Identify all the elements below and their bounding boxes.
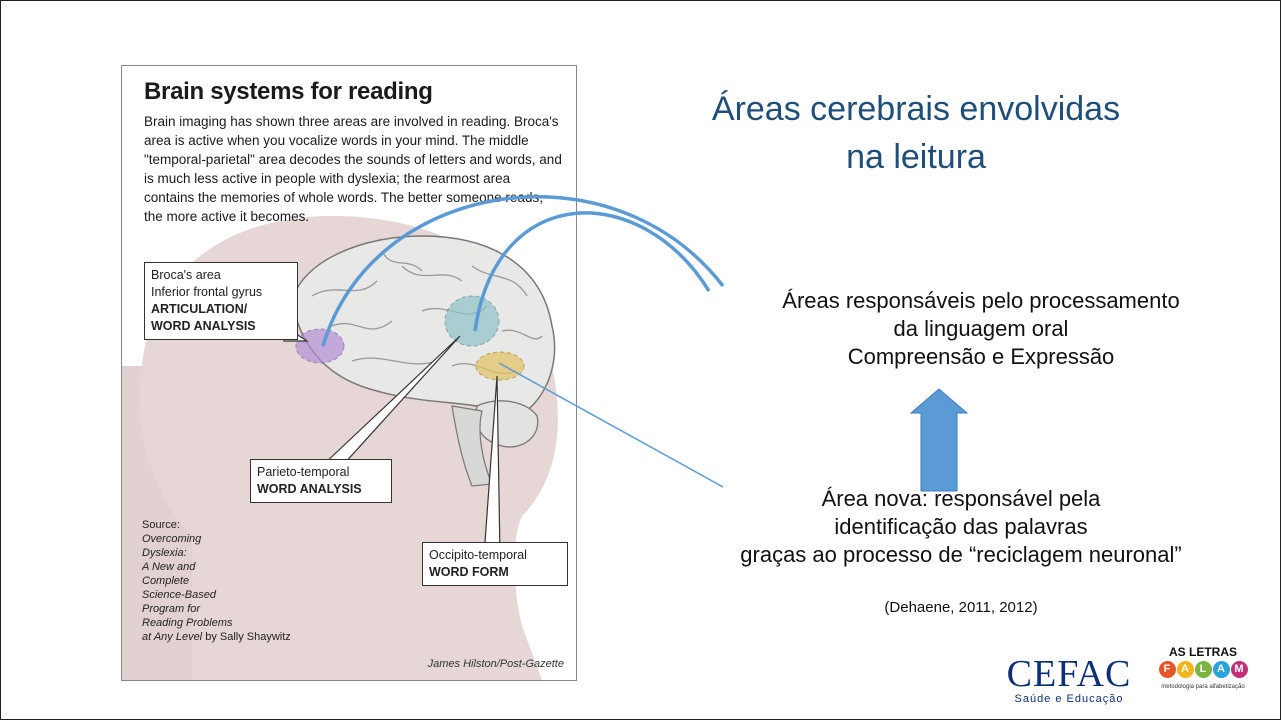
callout-broca-line3: ARTICULATION/ bbox=[151, 302, 248, 316]
cefac-logo-sub: Saúde e Educação bbox=[1014, 693, 1124, 705]
source-line-1: Source: bbox=[142, 519, 180, 531]
cefac-logo-main: CEFAC bbox=[1006, 653, 1132, 695]
source-line-9: at Any Level by Sally Shaywitz bbox=[142, 630, 291, 644]
callout-broca-line4: WORD ANALYSIS bbox=[151, 319, 256, 333]
source-line-6: Science-Based bbox=[142, 589, 216, 601]
callout-parieto-line2: WORD ANALYSIS bbox=[257, 482, 362, 496]
occipito-region bbox=[475, 351, 525, 381]
cefac-logo: CEFAC Saúde e Educação bbox=[1001, 655, 1137, 705]
source-line-9a: at Any Level bbox=[142, 631, 203, 643]
falam-balloons: F A L A M bbox=[1153, 661, 1253, 678]
as-letras-title: AS LETRAS bbox=[1168, 645, 1237, 659]
figure-credit: James Hilston/Post-Gazette bbox=[427, 658, 564, 670]
source-line-8: Reading Problems bbox=[142, 617, 233, 629]
as-letras-falam-logo: AS LETRAS F A L A M metodologia para alf… bbox=[1153, 645, 1253, 690]
source-line-9b: by Sally Shaywitz bbox=[202, 631, 291, 643]
slide-title-line1: Áreas cerebrais envolvidas bbox=[711, 90, 1121, 128]
as-letras-sub: metodologia para alfabetização bbox=[1161, 684, 1245, 690]
source-line-7: Program for bbox=[142, 603, 201, 615]
slide-title: Áreas cerebrais envolvidas na leitura bbox=[701, 85, 1131, 181]
figure-source: Source: Overcoming Dyslexia: A New and C… bbox=[142, 518, 291, 644]
figure-title: Brain systems for reading bbox=[144, 78, 433, 105]
nova-line1: Área nova: responsável pela bbox=[821, 486, 1101, 511]
brain-stem bbox=[451, 405, 493, 487]
reference-text: (Dehaene, 2011, 2012) bbox=[884, 599, 1038, 616]
up-arrow bbox=[909, 388, 969, 492]
nova-line3: graças ao processo de “reciclagem neuron… bbox=[740, 542, 1182, 567]
oral-line1: Áreas responsáveis pelo processamento bbox=[782, 288, 1180, 313]
source-line-5: Complete bbox=[142, 575, 190, 587]
callout-broca-line2: Inferior frontal gyrus bbox=[151, 285, 263, 299]
callout-parieto: Parieto-temporal WORD ANALYSIS bbox=[250, 459, 392, 503]
nova-line2: identificação das palavras bbox=[834, 514, 1088, 539]
callout-broca: Broca's area Inferior frontal gyrus ARTI… bbox=[144, 262, 298, 340]
figure-body-text: Brain imaging has shown three areas are … bbox=[144, 114, 562, 224]
slide-title-line2: na leitura bbox=[846, 138, 986, 176]
callout-occipito-line2: WORD FORM bbox=[429, 565, 509, 579]
source-line-2: Overcoming bbox=[142, 533, 202, 545]
new-area-text: Área nova: responsável pela identificaçã… bbox=[641, 485, 1280, 569]
face-shadow bbox=[122, 366, 192, 680]
brain-figure: Brain systems for reading Brain imaging … bbox=[121, 65, 577, 681]
callout-occipito: Occipito-temporal WORD FORM bbox=[422, 542, 568, 586]
balloon-letter: L bbox=[1194, 661, 1212, 678]
oral-language-text: Áreas responsáveis pelo processamento da… bbox=[701, 287, 1261, 371]
oral-line2: da linguagem oral bbox=[893, 316, 1069, 341]
parieto-region bbox=[444, 295, 500, 347]
broca-region bbox=[295, 328, 345, 364]
balloon-letter: F bbox=[1158, 661, 1176, 678]
source-line-3: Dyslexia: bbox=[142, 547, 187, 559]
callout-parieto-line1: Parieto-temporal bbox=[257, 465, 350, 479]
balloon-letter: A bbox=[1212, 661, 1230, 678]
balloon-letter: M bbox=[1230, 661, 1248, 678]
source-line-4: A New and bbox=[142, 561, 196, 573]
callout-broca-line1: Broca's area bbox=[151, 268, 221, 282]
balloon-letter: A bbox=[1176, 661, 1194, 678]
callout-occipito-line1: Occipito-temporal bbox=[429, 548, 527, 562]
oral-line3: Compreensão e Expressão bbox=[847, 344, 1115, 369]
